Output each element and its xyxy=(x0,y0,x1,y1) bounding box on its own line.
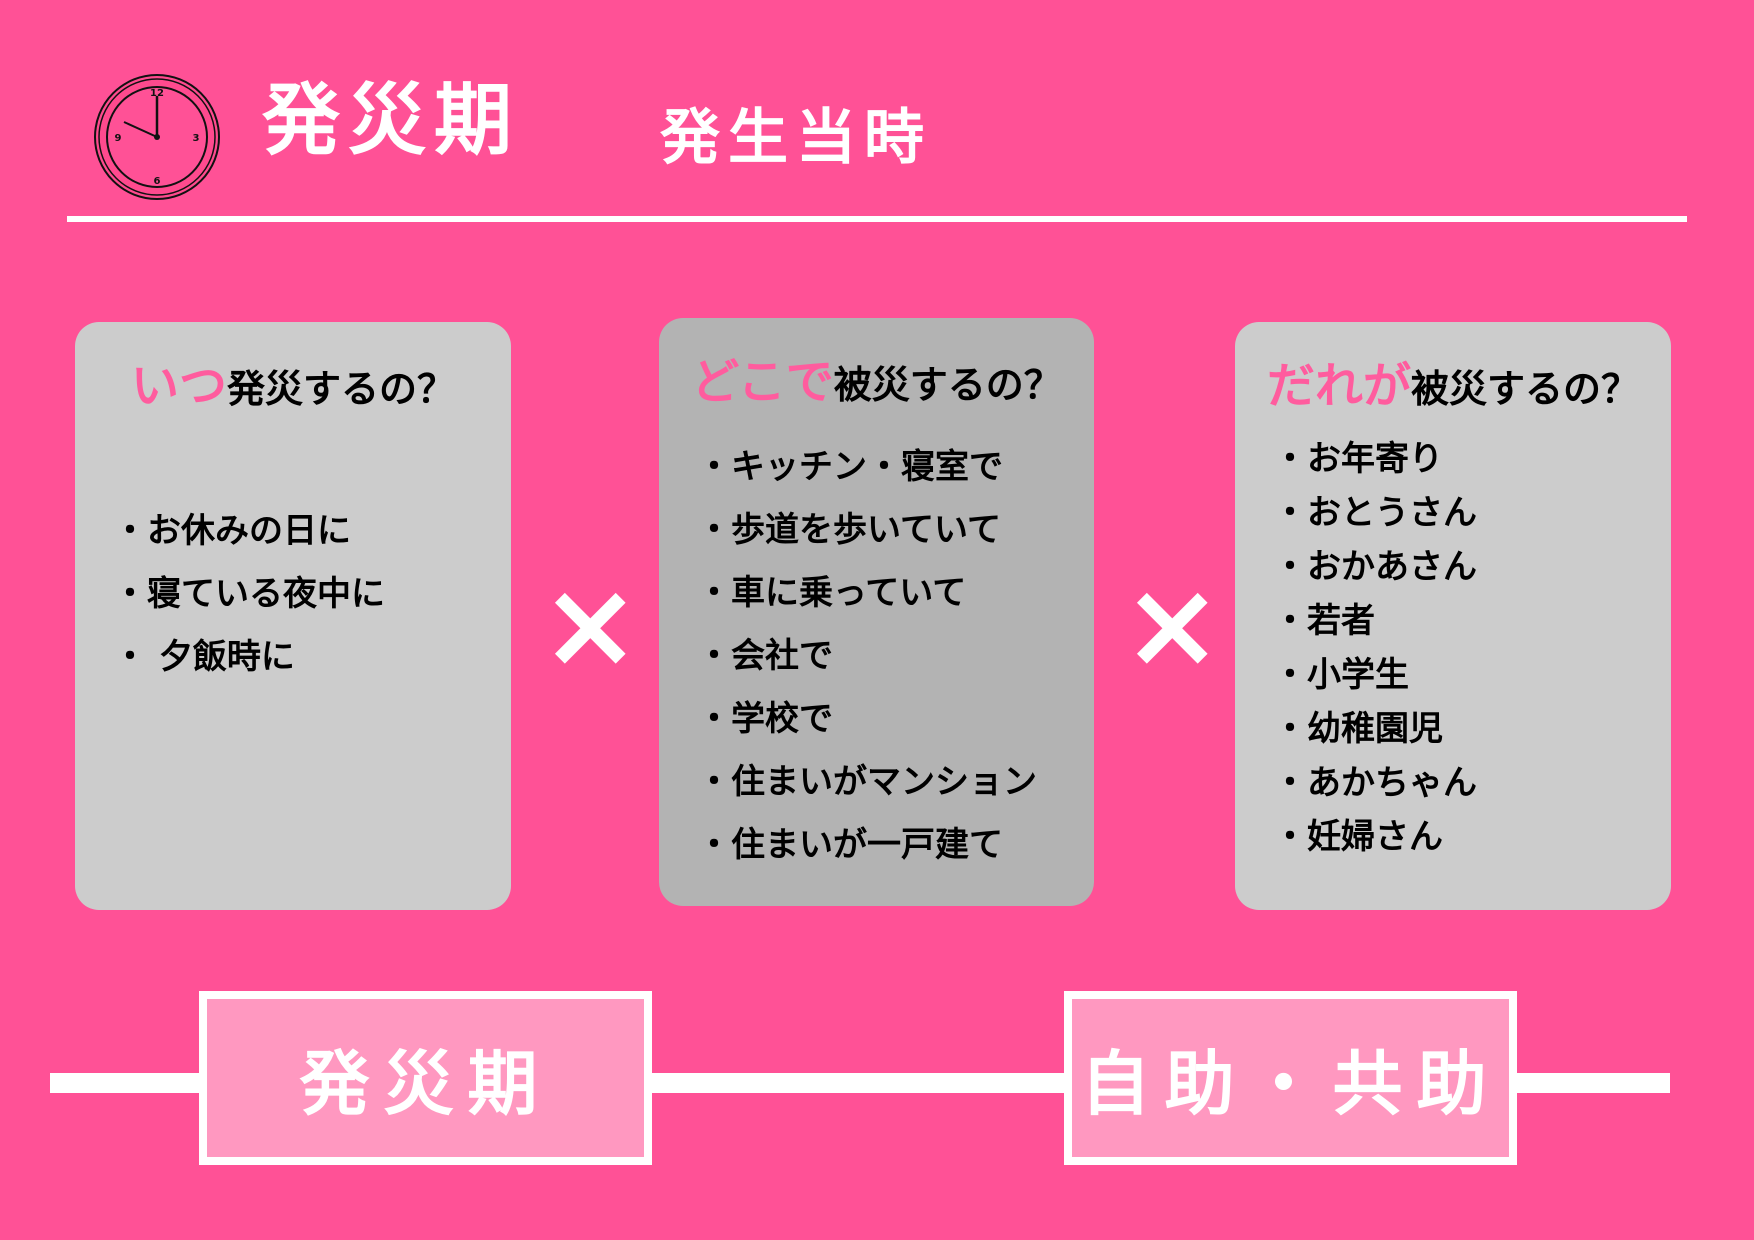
list-item: ・住まいが一戸建て xyxy=(697,825,1003,865)
list-item: ・歩道を歩いていて xyxy=(697,510,1001,550)
footer-help-box: 自助・共助 xyxy=(1064,991,1517,1165)
list-item: ・幼稚園児 xyxy=(1273,709,1443,749)
card-list: ・お年寄り ・おとうさん ・おかあさん ・若者 ・小学生 ・幼稚園児 ・あかちゃ… xyxy=(1273,432,1477,864)
list-item: ・あかちゃん xyxy=(1273,763,1477,803)
card-title-accent: だれが xyxy=(1266,358,1411,414)
clock-number-12: 12 xyxy=(150,88,164,99)
card-title: いつ発災するの？ xyxy=(75,358,511,416)
card-list: ・キッチン・寝室で ・歩道を歩いていて ・車に乗っていて ・会社で ・学校で ・… xyxy=(697,436,1037,877)
list-item: ・おかあさん xyxy=(1273,547,1477,587)
multiply-icon: × xyxy=(540,556,641,695)
card-when: いつ発災するの？ ・お休みの日に ・寝ている夜中に ・ 夕飯時に xyxy=(75,322,511,910)
card-list: ・お休みの日に ・寝ている夜中に ・ 夕飯時に xyxy=(113,500,385,689)
list-item: ・若者 xyxy=(1273,601,1375,641)
card-title: どこで被災するの？ xyxy=(659,354,1094,412)
list-item: ・小学生 xyxy=(1273,655,1409,695)
list-item: ・会社で xyxy=(697,636,833,676)
clock-number-6: 6 xyxy=(154,176,161,187)
card-title: だれが被災するの？ xyxy=(1235,358,1671,416)
list-item: ・お年寄り xyxy=(1273,439,1443,479)
list-item: ・おとうさん xyxy=(1273,493,1477,533)
list-item: ・学校で xyxy=(697,699,833,739)
list-item: ・寝ている夜中に xyxy=(113,574,385,614)
list-item: ・妊婦さん xyxy=(1273,817,1443,857)
page-title: 発災期 xyxy=(262,76,521,166)
clock-number-9: 9 xyxy=(115,133,122,144)
list-item: ・お休みの日に xyxy=(113,511,351,551)
header-divider xyxy=(67,216,1687,222)
list-item: ・車に乗っていて xyxy=(697,573,967,613)
multiply-icon: × xyxy=(1122,556,1223,695)
list-item: ・キッチン・寝室で xyxy=(697,447,1003,487)
list-item: ・ 夕飯時に xyxy=(113,637,295,677)
card-title-rest: 被災するの？ xyxy=(1411,367,1640,411)
card-title-rest: 被災するの？ xyxy=(833,363,1062,407)
card-title-accent: どこで xyxy=(691,354,834,410)
card-where: どこで被災するの？ ・キッチン・寝室で ・歩道を歩いていて ・車に乗っていて ・… xyxy=(659,318,1094,906)
list-item: ・住まいがマンション xyxy=(697,762,1037,802)
clock-icon: 12 3 6 9 xyxy=(94,74,220,200)
footer-phase-box: 発災期 xyxy=(199,991,652,1165)
card-title-accent: いつ xyxy=(130,358,227,414)
card-title-rest: 発災するの？ xyxy=(227,367,456,411)
clock-number-3: 3 xyxy=(193,133,200,144)
card-who: だれが被災するの？ ・お年寄り ・おとうさん ・おかあさん ・若者 ・小学生 ・… xyxy=(1235,322,1671,910)
page-subtitle: 発生当時 xyxy=(660,103,932,173)
